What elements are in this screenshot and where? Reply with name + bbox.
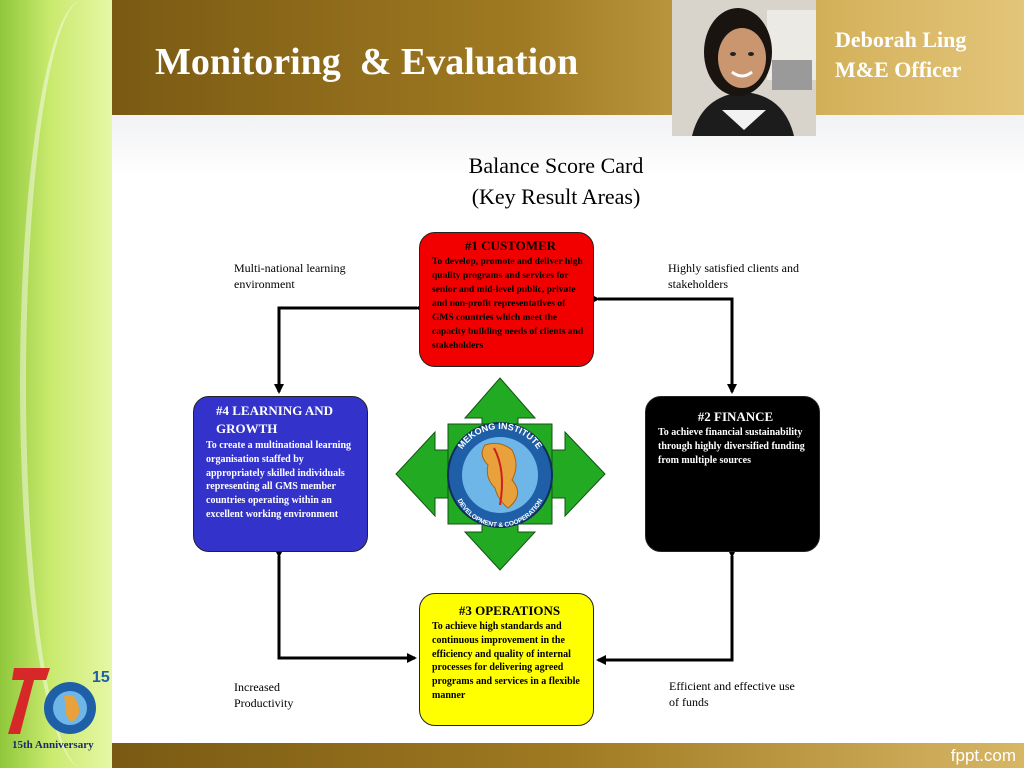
box-finance: #2 FINANCE To achieve financial sustaina… <box>645 396 820 552</box>
connector-customer-finance <box>590 294 737 394</box>
box-learning: #4 LEARNING AND GROWTH To create a multi… <box>193 396 368 552</box>
diagram-heading: Balance Score Card (Key Result Areas) <box>356 150 756 212</box>
box-finance-body: To achieve financial sustainability thro… <box>658 427 805 466</box>
presenter-photo <box>672 0 816 136</box>
presenter-role: M&E Officer <box>835 57 962 82</box>
box-learning-title: #4 LEARNING AND GROWTH <box>216 403 334 436</box>
box-customer: #1 CUSTOMER To develop, promote and deli… <box>419 232 594 367</box>
box-finance-title: #2 FINANCE <box>697 409 774 424</box>
box-operations-body: To achieve high standards and continuous… <box>432 621 580 701</box>
diagram-heading-line1: Balance Score Card <box>468 153 644 178</box>
presenter-info: Deborah Ling M&E Officer <box>835 25 966 85</box>
anniversary-logo-number: 15 <box>92 669 110 686</box>
box-learning-body: To create a multinational learning organ… <box>206 440 351 520</box>
diagram-heading-line2: (Key Result Areas) <box>471 184 641 209</box>
anniversary-label: 15th Anniversary <box>12 739 94 751</box>
presenter-photo-image <box>672 0 816 136</box>
presenter-name: Deborah Ling <box>835 27 967 52</box>
note-top-left: Multi-national learning environment <box>234 261 346 291</box>
connector-finance-operations <box>596 548 737 665</box>
footer-band <box>112 743 1024 768</box>
left-accent-curve <box>20 0 146 768</box>
anniversary-logo: 15 <box>8 668 110 734</box>
note-bottom-left: Increased Productivity <box>234 680 294 710</box>
connector-customer-learning <box>274 303 425 394</box>
note-bottom-right: Efficient and effective use of funds <box>669 679 795 709</box>
box-operations-title: #3 OPERATIONS <box>458 603 561 618</box>
connector-learning-operations <box>274 548 417 663</box>
left-accent-bar <box>0 0 112 768</box>
box-customer-body: To develop, promote and deliver high qua… <box>432 257 584 351</box>
footer-brand: fppt.com <box>950 746 1016 765</box>
box-customer-title: #1 CUSTOMER <box>464 238 557 253</box>
header-band <box>112 0 1024 115</box>
note-top-right: Highly satisfied clients and stakeholder… <box>668 261 799 291</box>
mekong-institute-logo: MEKONG INSTITUTE DEVELOPMENT & COOPERATI… <box>447 421 553 529</box>
box-operations: #3 OPERATIONS To achieve high standards … <box>419 593 594 726</box>
slide-title: Monitoring & Evaluation <box>155 41 579 83</box>
